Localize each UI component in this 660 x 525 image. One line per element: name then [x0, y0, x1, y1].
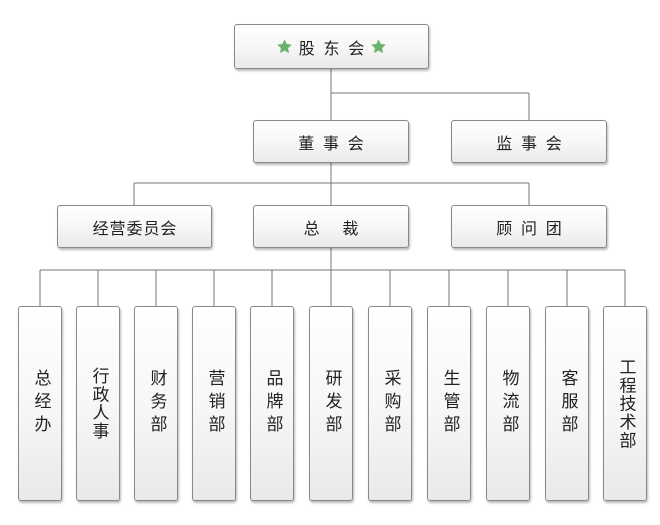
department-label: 物流部: [498, 369, 519, 438]
department-label: 生管部: [439, 369, 460, 438]
department-box: 工程技术部: [603, 306, 647, 501]
star-icon: [276, 38, 293, 55]
department-label: 研发部: [321, 369, 342, 438]
committee-box: 经营委员会: [57, 205, 212, 248]
department-label: 客服部: [557, 369, 578, 438]
department-box: 物流部: [486, 306, 530, 501]
department-box: 生管部: [427, 306, 471, 501]
president-box: 总 裁: [253, 205, 409, 248]
department-box: 品牌部: [250, 306, 294, 501]
department-label: 财务部: [146, 369, 167, 438]
supervisors-label: 监事会: [496, 133, 571, 153]
star-icon: [370, 38, 387, 55]
department-box: 总经办: [18, 306, 62, 501]
department-label: 营销部: [204, 369, 225, 438]
department-label: 采购部: [380, 369, 401, 438]
department-label: 行政人事: [88, 366, 109, 441]
department-label: 总经办: [30, 369, 51, 438]
board-label: 董事会: [298, 133, 373, 153]
supervisors-box: 监事会: [451, 120, 607, 163]
board-box: 董事会: [253, 120, 409, 163]
department-box: 研发部: [309, 306, 353, 501]
advisors-box: 顾问团: [451, 205, 607, 248]
department-box: 采购部: [368, 306, 412, 501]
department-box: 营销部: [192, 306, 236, 501]
department-label: 工程技术部: [615, 357, 636, 450]
department-box: 财务部: [134, 306, 178, 501]
department-label: 品牌部: [262, 369, 283, 438]
president-label: 总 裁: [303, 218, 368, 238]
advisors-label: 顾问团: [496, 218, 571, 238]
committee-label: 经营委员会: [92, 218, 178, 238]
shareholders-box: 股东会: [234, 24, 429, 69]
department-box: 行政人事: [76, 306, 120, 501]
shareholders-label: 股东会: [298, 38, 374, 58]
department-box: 客服部: [545, 306, 589, 501]
